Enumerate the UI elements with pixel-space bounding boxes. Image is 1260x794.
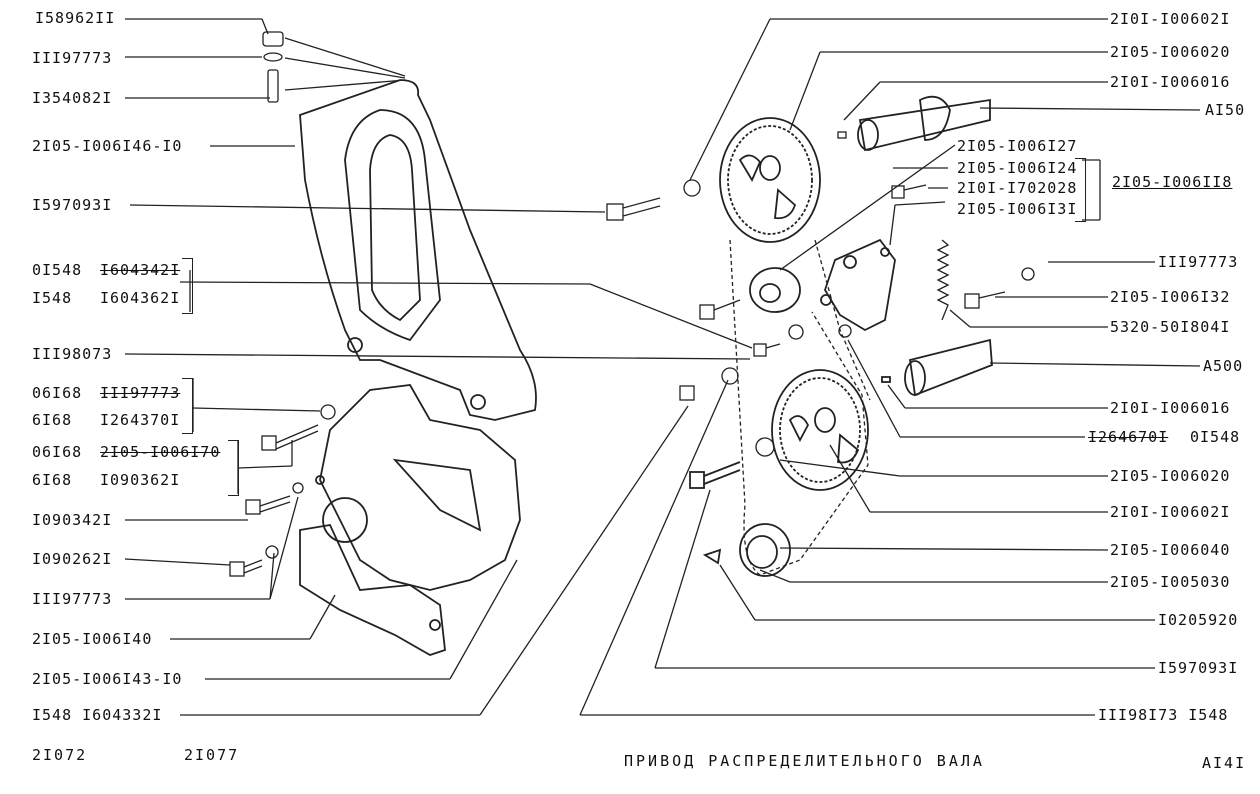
page-title: ПРИВОД РАСПРЕДЕЛИТЕЛЬНОГО ВАЛА [624,752,985,770]
page-number: AI4I [1202,754,1247,772]
tensioner-spring [936,239,950,321]
label-variant-3a: 06I68 [32,384,83,402]
label-r-22: III98I73 I548 [1098,706,1229,724]
label-bolt-2: I090342I [32,511,113,529]
label-r-15a: I264670I [1088,428,1169,446]
label-variant-1a: 0I548 [32,261,83,279]
stud-nut-washer [262,31,284,103]
upper-belt-cover [299,79,537,421]
label-variant-6a: 6I68 [32,471,73,489]
bracket-1 [182,258,193,314]
label-stud: I354082I [32,89,113,107]
label-r-1: 2I0I-I00602I [1110,10,1231,28]
label-r-15b: 0I548 [1190,428,1241,446]
bracket-2 [182,378,193,434]
auxiliary-sprocket [771,369,869,491]
label-r-2: 2I05-I006020 [1110,43,1231,61]
label-r-8: 2I05-I006I3I [957,200,1078,218]
label-variant-3b: III97773 [100,384,181,402]
label-variant-5a: 06I68 [32,443,83,461]
left-fasteners [229,404,336,577]
label-r-6: 2I05-I006I24 [957,159,1078,177]
label-bolt-3: I090262I [32,550,113,568]
label-lower-cover: 2I05-I006I43-I0 [32,670,183,688]
bracket-3 [228,440,239,496]
label-plate: 2I05-I006I40 [32,630,153,648]
right-fasteners [606,179,1035,401]
label-r-11: 2I05-I006I32 [1110,288,1231,306]
key-small [837,131,847,139]
label-washer: III97773 [32,49,113,67]
label-variant-2b: I604362I [100,289,181,307]
timing-belt [729,239,871,576]
label-r-12: 5320-50I804I [1110,318,1231,336]
label-variant-4a: 6I68 [32,411,73,429]
label-r-4: AI50 [1205,101,1246,119]
label-upper-cover: 2I05-I006I46-I0 [32,137,183,155]
label-variant-4b: I264370I [100,411,181,429]
label-r-7: 2I0I-I702028 [957,179,1078,197]
footer-code-2: 2I077 [184,746,240,764]
label-r-3: 2I0I-I006016 [1110,73,1231,91]
label-washer-3: III97773 [32,590,113,608]
label-r-18: 2I05-I006040 [1110,541,1231,559]
bracket-4 [1075,158,1086,222]
lower-belt-cover [315,384,521,591]
tensioner [749,238,896,332]
camshaft-sprocket [719,117,821,243]
leader-lines-left [124,18,753,716]
label-r-21: I597093I [1158,659,1239,677]
label-r-19: 2I05-I005030 [1110,573,1231,591]
label-variant-1b: I604342I [100,261,181,279]
footer-code-1: 2I072 [32,746,88,764]
washer [755,437,775,457]
label-washer-2: III98073 [32,345,113,363]
label-r-13: A500 [1203,357,1244,375]
label-r-16: 2I05-I006020 [1110,467,1231,485]
leader-lines-right [579,18,1201,716]
label-r-5: 2I05-I006I27 [957,137,1078,155]
label-nut: I58962II [35,9,116,27]
label-variant-5b: 2I05-I006I70 [100,443,221,461]
cover-plate [299,523,446,656]
camshaft [857,95,991,152]
auxiliary-shaft [881,338,993,397]
label-r-20: I0205920 [1158,611,1239,629]
label-variant-2a: I548 [32,289,73,307]
label-r-10: III97773 [1158,253,1239,271]
label-r-14: 2I0I-I006016 [1110,399,1231,417]
label-r-17: 2I0I-I00602I [1110,503,1231,521]
crankshaft-sprocket [689,461,791,577]
label-variant-6b: I090362I [100,471,181,489]
label-bolt-4: I548 I604332I [32,706,163,724]
label-bolt-1: I597093I [32,196,113,214]
label-r-9: 2I05-I006II8 [1112,173,1233,191]
